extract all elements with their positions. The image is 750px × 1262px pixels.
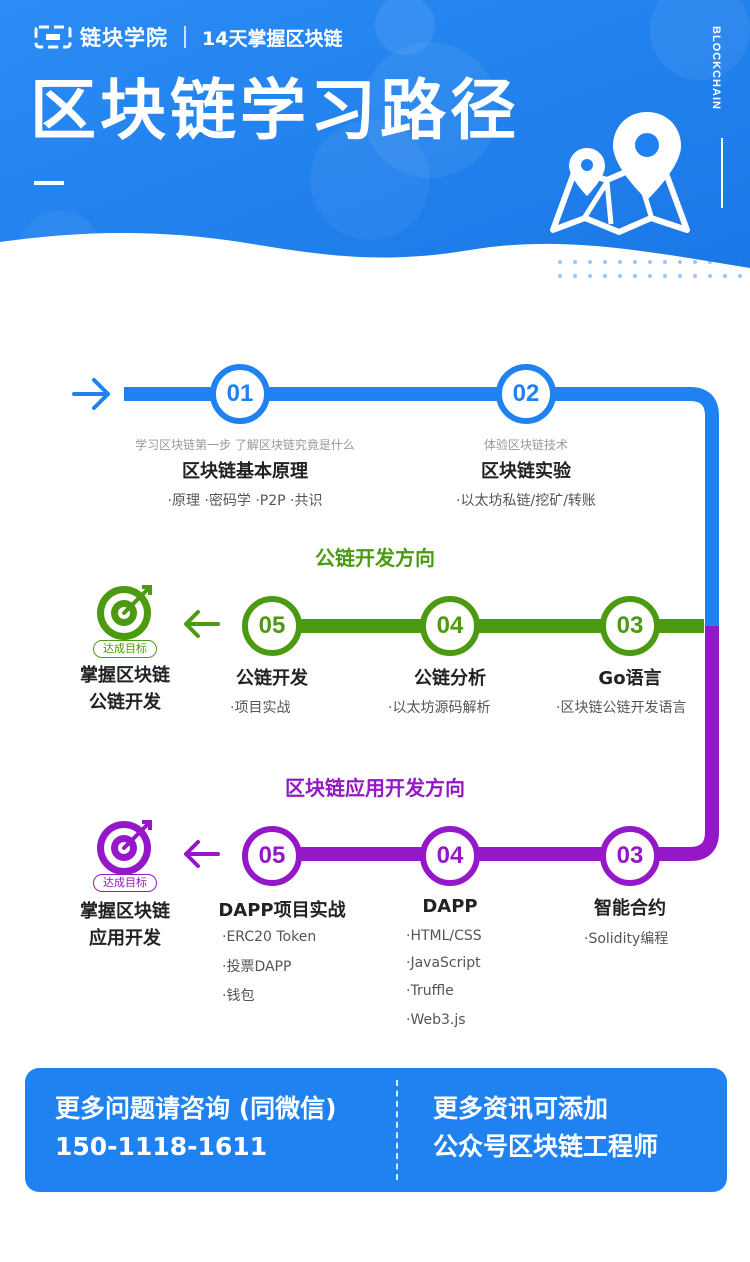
public-step-05-title: 公链开发 xyxy=(236,668,308,689)
dapp-step-05-bullet-1: ·ERC20 Token xyxy=(222,929,317,945)
dapp-goal-line1: 掌握区块链 xyxy=(80,901,170,922)
step-01-subtitle: 学习区块链第一步 了解区块链究竟是什么 xyxy=(135,438,355,452)
public-goal-badge: 达成目标 xyxy=(93,640,157,658)
public-step-04-title: 公链分析 xyxy=(414,668,486,689)
contact-right: 更多资讯可添加 公众号区块链工程师 xyxy=(433,1090,658,1166)
logo-divider xyxy=(184,26,186,48)
tagline: 14天掌握区块链 xyxy=(202,27,343,50)
dapp-goal-badge: 达成目标 xyxy=(93,874,157,892)
dapp-step-04-node: 04 xyxy=(420,826,480,886)
public-step-03-title: Go语言 xyxy=(598,668,662,689)
step-01-bullets: ·原理 ·密码学 ·P2P ·共识 xyxy=(167,493,323,509)
dapp-step-04-bullet-2: ·JavaScript xyxy=(406,955,481,971)
step-01-node: 01 xyxy=(210,364,270,424)
public-step-03-node: 03 xyxy=(600,596,660,656)
contact-question-text: 更多问题请咨询 (同微信) xyxy=(55,1094,337,1123)
chain-logo-icon xyxy=(34,25,72,49)
contact-footer: 更多问题请咨询 (同微信) 150-1118-1611 更多资讯可添加 公众号区… xyxy=(25,1068,727,1192)
public-step-04-node: 04 xyxy=(420,596,480,656)
dapp-heading: 区块链应用开发方向 xyxy=(285,776,465,800)
purple-track xyxy=(278,626,719,861)
dapp-step-04-bullet-4: ·Web3.js xyxy=(406,1012,466,1028)
subscribe-text: 更多资讯可添加 xyxy=(433,1094,609,1123)
public-step-05-bullet: ·项目实战 xyxy=(230,700,291,716)
public-step-03-bullet: ·区块链公链开发语言 xyxy=(556,700,687,716)
blue-track xyxy=(124,387,719,626)
map-pin-icon xyxy=(550,112,690,235)
title-underline xyxy=(34,181,64,185)
public-chain-heading: 公链开发方向 xyxy=(315,546,435,570)
dapp-step-05-bullet-3: ·钱包 xyxy=(222,988,255,1004)
public-step-04-bullet: ·以太坊源码解析 xyxy=(388,700,491,716)
public-goal-line1: 掌握区块链 xyxy=(80,665,170,686)
dapp-step-05-bullet-2: ·投票DAPP xyxy=(222,959,292,975)
step-02-bullets: ·以太坊私链/挖矿/转账 xyxy=(456,493,596,509)
step-02-subtitle: 体验区块链技术 xyxy=(483,438,568,452)
start-arrow-icon xyxy=(72,378,110,410)
contact-left: 更多问题请咨询 (同微信) 150-1118-1611 xyxy=(55,1090,337,1166)
logo-row: 链块学院 14天掌握区块链 xyxy=(34,22,342,52)
dapp-step-03-node: 03 xyxy=(600,826,660,886)
dapp-step-04-title: DAPP xyxy=(422,896,478,917)
footer-divider xyxy=(396,1080,398,1180)
dapp-step-04-bullet-3: ·Truffle xyxy=(406,983,454,999)
purple-target-icon xyxy=(97,820,152,875)
dapp-step-03-bullet: ·Solidity编程 xyxy=(584,931,669,947)
side-label: BLOCKCHAIN xyxy=(710,26,722,110)
page-title: 区块链学习路径 xyxy=(30,72,520,149)
step-01-title: 区块链基本原理 xyxy=(182,461,308,482)
dapp-step-03-title: 智能合约 xyxy=(594,898,666,919)
purple-left-arrow-icon xyxy=(184,840,220,868)
brand-name: 链块学院 xyxy=(80,26,168,50)
side-line xyxy=(721,138,723,208)
green-target-icon xyxy=(97,585,152,640)
dapp-step-05-node: 05 xyxy=(242,826,302,886)
dapp-step-04-bullet-1: ·HTML/CSS xyxy=(406,928,482,944)
contact-phone: 150-1118-1611 xyxy=(55,1132,268,1161)
dapp-step-05-title: DAPP项目实战 xyxy=(218,900,346,921)
header-banner: 链块学院 14天掌握区块链 区块链学习路径 BLOCKCHAIN xyxy=(0,0,750,300)
public-step-05-node: 05 xyxy=(242,596,302,656)
green-left-arrow-icon xyxy=(184,610,220,638)
step-02-title: 区块链实验 xyxy=(481,461,571,482)
public-goal-line2: 公链开发 xyxy=(89,692,161,713)
official-account-name: 公众号区块链工程师 xyxy=(433,1132,659,1161)
step-02-node: 02 xyxy=(496,364,556,424)
side-label-text: BLOCKCHAIN xyxy=(710,26,722,110)
dapp-goal-line2: 应用开发 xyxy=(89,928,161,949)
